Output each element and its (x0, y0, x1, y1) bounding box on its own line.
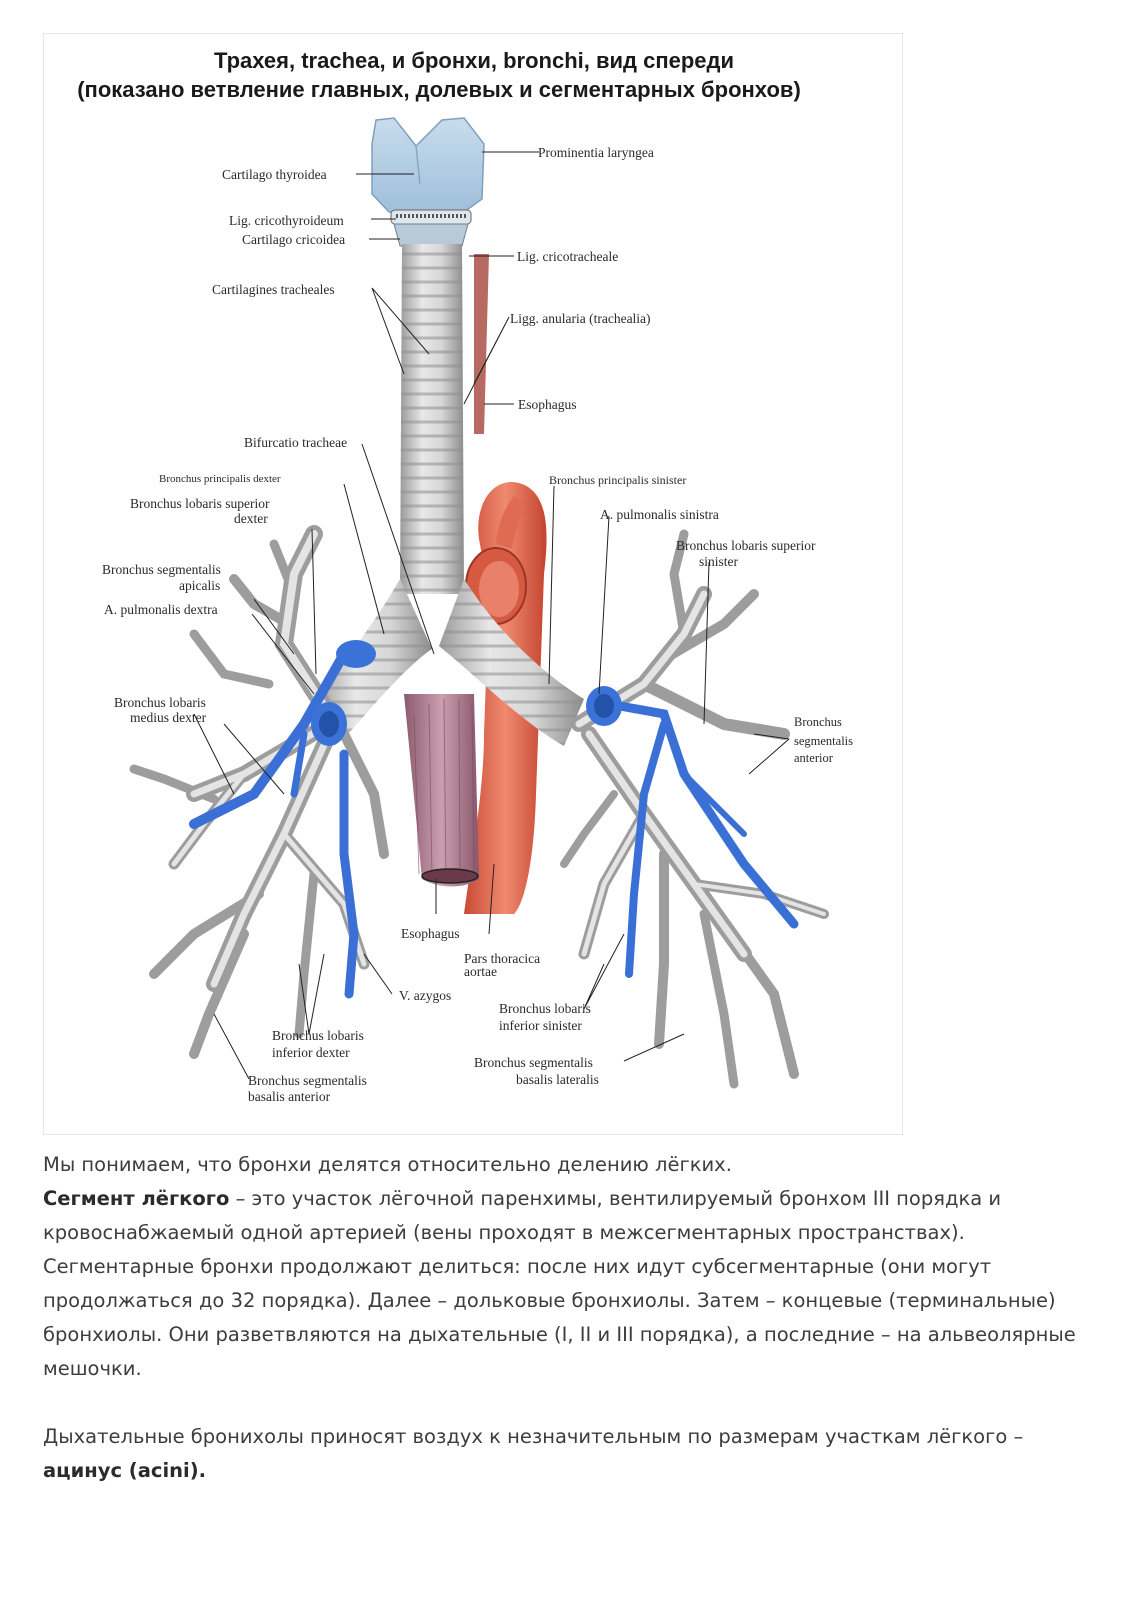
label-lig-cricotracheale: Lig. cricotracheale (517, 249, 618, 264)
label-bronchus-seg-bas-lat-1: Bronchus segmentalis (474, 1055, 593, 1070)
esophagus-lower (404, 694, 479, 887)
term-acinus: ацинус (acini). (43, 1459, 207, 1482)
esophagus-upper (474, 254, 489, 434)
label-cart-tracheales: Cartilagines tracheales (212, 282, 335, 297)
label-pars-thoracica-2: aortae (464, 964, 497, 979)
acinus-description: Дыхательные бронихолы приносят воздух к … (43, 1425, 1024, 1448)
label-bronchus-princ-dexter: Bronchus principalis dexter (159, 473, 281, 485)
label-bronchus-seg-anterior-1: Bronchus (794, 715, 842, 729)
label-bronchus-lob-sup-dexter-2: dexter (234, 511, 268, 526)
anatomy-labels: Prominentia laryngea Cartilago thyroidea… (102, 145, 853, 1104)
main-bronchi (314, 579, 584, 746)
trachea-bronchi-illustration: Трахея, trachea, и бронхи, bronchi, вид … (77, 48, 853, 1104)
cricoid-cartilage (390, 209, 472, 247)
paragraph-intro: Мы понимаем, что бронхи делятся относите… (43, 1153, 732, 1176)
label-bronchus-seg-bas-ant-2: basalis anterior (248, 1089, 331, 1104)
label-bronchus-lob-inf-sin-1: Bronchus lobaris (499, 1001, 591, 1016)
label-bronchus-lob-medius-1: Bronchus lobaris (114, 695, 206, 710)
paragraph-acinus: Дыхательные бронихолы приносят воздух к … (43, 1420, 1093, 1488)
label-lig-cricothyroideum: Lig. cricothyroideum (229, 213, 344, 228)
paragraph-segment: Сегмент лёгкого – это участок лёгочной п… (43, 1182, 1093, 1386)
trachea (400, 244, 464, 594)
article-text: Мы понимаем, что бронхи делятся относите… (43, 1148, 1093, 1488)
label-esophagus-top: Esophagus (518, 397, 577, 412)
term-lung-segment: Сегмент лёгкого (43, 1187, 230, 1210)
label-bronchus-lob-sup-sin-1: Bronchus lobaris superior (676, 538, 816, 553)
pulmonary-artery-stumps (311, 640, 622, 746)
figure-title-line1: Трахея, trachea, и бронхи, bronchi, вид … (214, 48, 734, 73)
label-prominentia: Prominentia laryngea (538, 145, 654, 160)
label-bronchus-lob-inf-dex-2: inferior dexter (272, 1045, 350, 1060)
label-a-pulm-sinistra: A. pulmonalis sinistra (600, 507, 719, 522)
label-pars-thoracica-1: Pars thoracica (464, 951, 540, 966)
label-bronchus-seg-anterior-2: segmentalis (794, 734, 853, 748)
label-bronchus-seg-apicalis-2: apicalis (179, 578, 220, 593)
label-bronchus-lob-medius-2: medius dexter (130, 710, 207, 725)
label-bronchus-seg-bas-ant-1: Bronchus segmentalis (248, 1073, 367, 1088)
label-bronchus-princ-sinister: Bronchus principalis sinister (549, 473, 686, 487)
label-bronchus-seg-apicalis-1: Bronchus segmentalis (102, 562, 221, 577)
anatomy-figure: Трахея, trachea, и бронхи, bronchi, вид … (43, 33, 903, 1135)
label-cart-cricoidea: Cartilago cricoidea (242, 232, 345, 247)
label-bifurcatio: Bifurcatio tracheae (244, 435, 347, 450)
label-bronchus-lob-sup-sin-2: sinister (699, 554, 739, 569)
label-bronchus-seg-bas-lat-2: basalis lateralis (516, 1072, 599, 1087)
label-bronchus-seg-anterior-3: anterior (794, 751, 834, 765)
label-bronchus-lob-sup-dexter-1: Bronchus lobaris superior (130, 496, 270, 511)
figure-title-line2: (показано ветвление главных, долевых и с… (77, 77, 801, 102)
label-bronchus-lob-inf-sin-2: inferior sinister (499, 1018, 582, 1033)
segment-description: – это участок лёгочной паренхимы, вентил… (43, 1187, 1076, 1380)
thyroid-cartilage (371, 117, 485, 213)
leader-lines (193, 151, 790, 1080)
label-bronchus-lob-inf-dex-1: Bronchus lobaris (272, 1028, 364, 1043)
left-bronchial-highlights (575, 590, 826, 958)
label-cart-thyroidea: Cartilago thyroidea (222, 167, 327, 182)
label-esophagus-bottom: Esophagus (401, 926, 460, 941)
label-a-pulm-dextra: A. pulmonalis dextra (104, 602, 218, 617)
label-v-azygos: V. azygos (399, 988, 451, 1003)
pulmonary-vessels (189, 649, 799, 999)
label-ligg-anularia: Ligg. anularia (trachealia) (510, 311, 651, 326)
